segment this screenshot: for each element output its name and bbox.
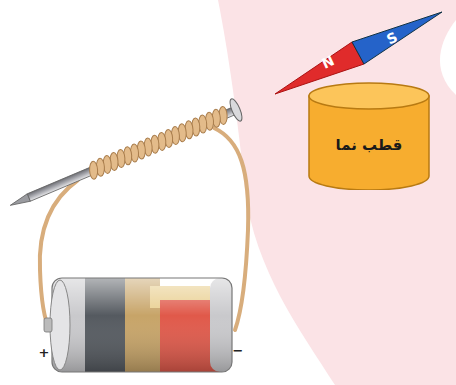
positive-terminal-sign: + [39, 345, 50, 360]
cylinder-top [309, 83, 429, 109]
battery [44, 278, 232, 372]
pink-region [218, 0, 456, 385]
compass-needle: NS [270, 4, 448, 96]
coil-winding [89, 161, 98, 179]
cylinder-side [309, 96, 429, 190]
negative-terminal-sign: − [233, 343, 244, 358]
needle-south [352, 12, 442, 64]
nail [6, 97, 245, 216]
compass-label: قطب نما [336, 136, 403, 154]
coil-windings [89, 106, 227, 179]
shape [270, 4, 448, 96]
compass-body: قطب نما [308, 82, 430, 190]
